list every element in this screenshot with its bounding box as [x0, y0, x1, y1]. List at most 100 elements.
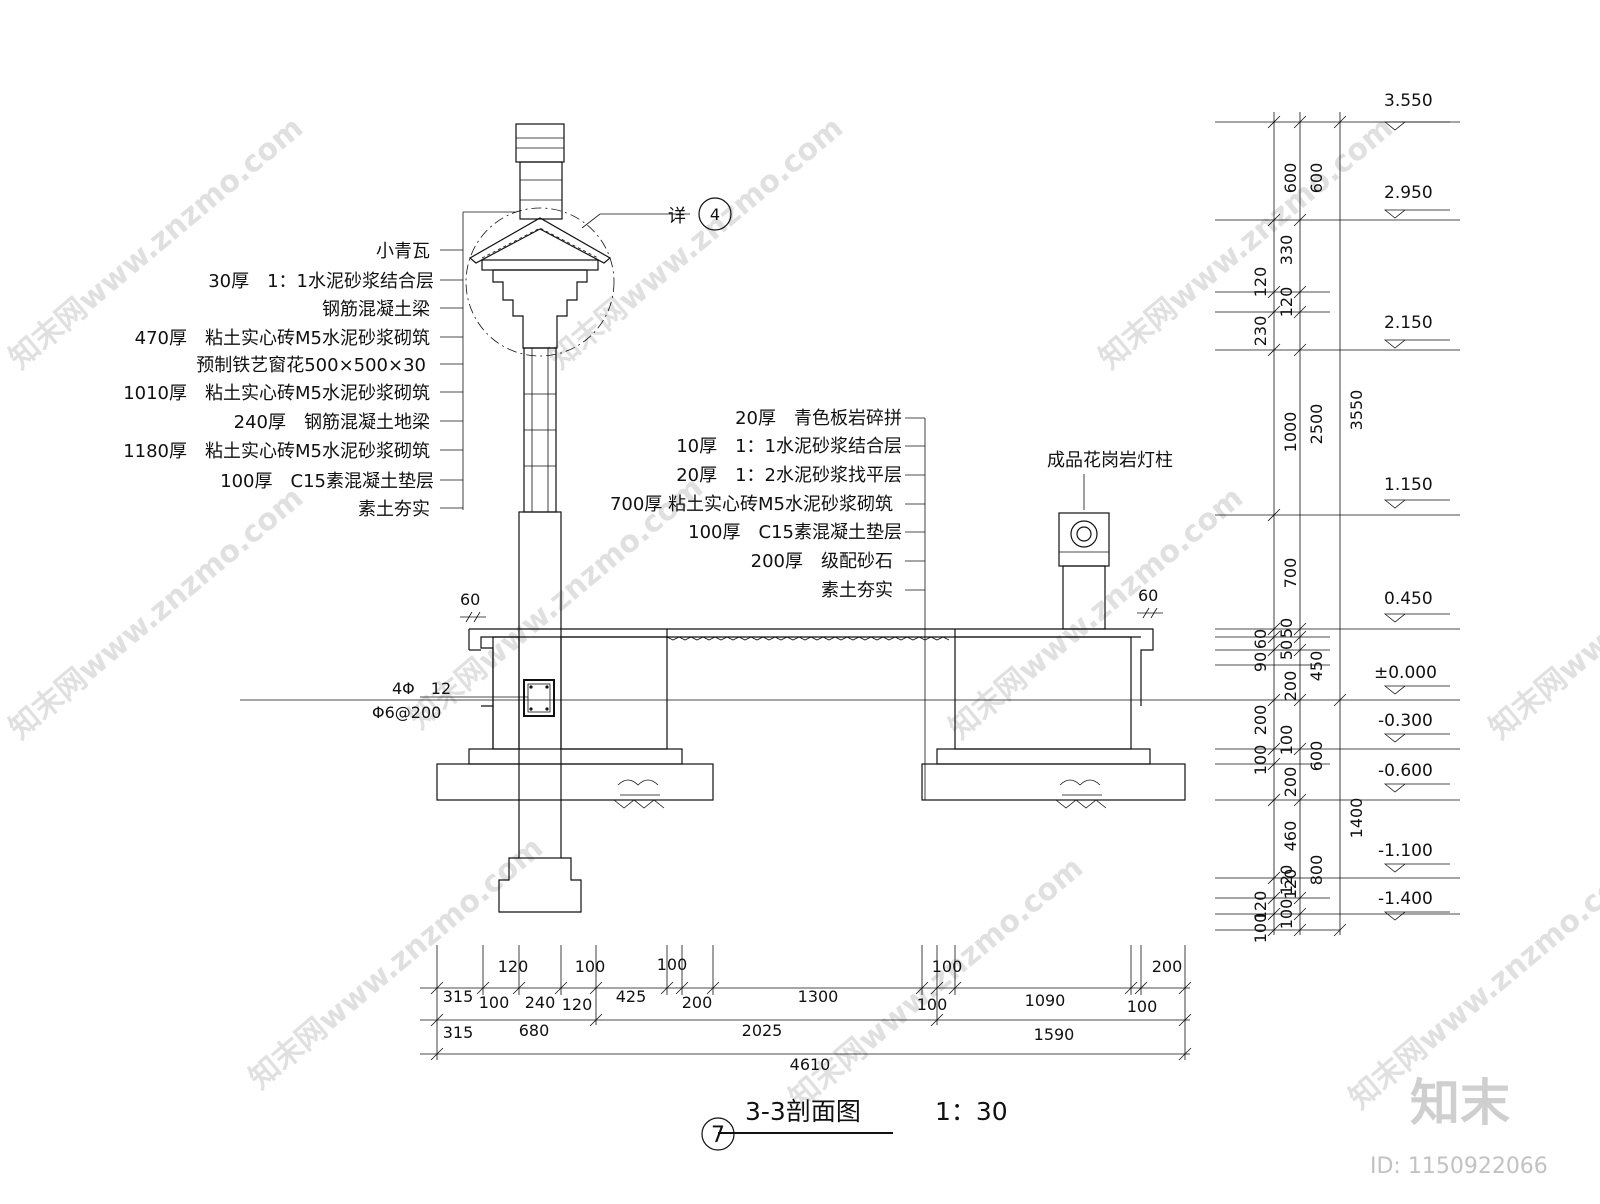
vertical-dimensions: 600 120 230 1000 700 60 90 200 200 100 2… [1215, 112, 1460, 943]
horizontal-dimensions: 120 100 100 100 200 315 100 240 120 425 … [420, 945, 1192, 1074]
vdim: 800 [1307, 855, 1326, 886]
brand-logo: 知末 [1410, 1074, 1510, 1132]
vdim: 1400 [1347, 798, 1366, 839]
vdim: 120 [1251, 267, 1270, 298]
layer-label: 素土夯实 [358, 499, 430, 520]
vdim: 600 [1281, 163, 1300, 194]
dim-60-left: 60 [460, 590, 480, 609]
hdim: 200 [682, 993, 713, 1012]
vdim: 600 [1307, 741, 1326, 772]
watermark: 知末网www.znzmo.com [1093, 110, 1400, 376]
vdim: 120 [1277, 865, 1296, 896]
lamp-label: 成品花岗岩灯柱 [1047, 450, 1173, 471]
title-number: 7 [711, 1123, 725, 1148]
vdim: 200 [1281, 671, 1300, 702]
hdim: 315 [443, 987, 474, 1006]
vdim: 100 [1277, 899, 1296, 930]
layer-label: 预制铁艺窗花500×500×30 [196, 355, 426, 376]
layer-label: 240厚 钢筋混凝土地梁 [234, 412, 430, 433]
elevation-label: 1.150 [1384, 475, 1433, 495]
hdim: 100 [657, 955, 688, 974]
elevation-marks: 3.550 2.950 2.150 1.150 0.450 ±0.000 -0.… [1374, 91, 1450, 921]
hdim: 100 [917, 995, 948, 1014]
layer-label: 100厚 C15素混凝土垫层 [220, 471, 434, 492]
layer-label: 钢筋混凝土梁 [322, 299, 430, 320]
small-dim-marks: 60 60 [460, 586, 1163, 623]
elevation-label: 2.150 [1384, 313, 1433, 333]
hdim: 1590 [1034, 1025, 1075, 1044]
hdim: 100 [575, 957, 606, 976]
vdim: 200 [1281, 767, 1300, 798]
vdim: 100 [1251, 745, 1270, 776]
layer-label: 200厚 级配砂石 [751, 551, 893, 572]
brick-pillar [465, 123, 615, 913]
rebar-stirrup: Φ6@200 [372, 703, 441, 722]
vdim: 100 [1277, 725, 1296, 756]
layer-label: 素土夯实 [821, 580, 893, 601]
rebar-main: 4Φ 12 [392, 679, 451, 698]
left-layer-labels: 小青瓦 30厚 1：1水泥砂浆结合层 钢筋混凝土梁 470厚 粘土实心砖M5水泥… [123, 211, 515, 520]
watermark: 知末网www.znzmo.com [943, 480, 1250, 746]
right-layer-labels: 20厚 青色板岩碎拼 10厚 1：1水泥砂浆结合层 20厚 1：2水泥砂浆找平层… [610, 408, 1173, 800]
vdim: 2500 [1307, 404, 1326, 445]
elevation-label: -0.600 [1378, 761, 1433, 781]
layer-label: 700厚 粘土实心砖M5水泥砂浆砌筑 [610, 494, 893, 515]
callout-label: 详 [668, 206, 686, 227]
vdim: 120 [1281, 869, 1300, 900]
hdim: 120 [562, 995, 593, 1014]
layer-label: 30厚 1：1水泥砂浆结合层 [208, 271, 434, 292]
title-name: 3-3剖面图 [745, 1097, 861, 1126]
id-text: ID: 1150922066 [1370, 1154, 1548, 1179]
hdim: 1300 [798, 987, 839, 1006]
hdim: 680 [519, 1021, 550, 1040]
callout-number: 4 [710, 205, 720, 224]
elevation-label: 2.950 [1384, 183, 1433, 203]
vdim: 3550 [1347, 390, 1366, 431]
hdim: 315 [443, 1023, 474, 1042]
hdim: 100 [1127, 997, 1158, 1016]
detail-callout: 详 4 [581, 197, 732, 231]
vdim: 200 [1251, 705, 1270, 736]
watermark: 知末网www.znzmo.com [1483, 480, 1600, 746]
hdim: 120 [498, 957, 529, 976]
hdim: 100 [479, 993, 510, 1012]
vdim: 90 [1251, 652, 1270, 672]
rebar-note: 4Φ 12 Φ6@200 [372, 679, 528, 722]
vdim: 230 [1251, 316, 1270, 347]
vdim: 120 [1251, 891, 1270, 922]
left-bench [436, 628, 714, 809]
elevation-label: -0.300 [1378, 711, 1433, 731]
vdim: 60 [1251, 629, 1270, 649]
elevation-label: ±0.000 [1374, 663, 1437, 683]
right-bench [921, 512, 1186, 809]
hdim: 1090 [1025, 991, 1066, 1010]
vdim: 100 [1251, 913, 1270, 944]
layer-label: 1180厚 粘土实心砖M5水泥砂浆砌筑 [123, 441, 430, 462]
watermark: 知末网www.znzmo.com [543, 110, 850, 376]
hdim: 240 [525, 993, 556, 1012]
vdim: 700 [1281, 558, 1300, 589]
vdim: 330 [1277, 235, 1296, 266]
elevation-label: -1.400 [1378, 889, 1433, 909]
drawing-title: 3-3剖面图 1：30 7 [701, 1097, 1008, 1151]
layer-label: 20厚 1：2水泥砂浆找平层 [676, 465, 902, 486]
layer-label: 1010厚 粘土实心砖M5水泥砂浆砌筑 [123, 383, 430, 404]
hdim: 2025 [742, 1021, 783, 1040]
elevation-label: 3.550 [1384, 91, 1433, 111]
elevation-label: 0.450 [1384, 589, 1433, 609]
layer-label: 100厚 C15素混凝土垫层 [688, 522, 902, 543]
layer-label: 小青瓦 [376, 241, 430, 262]
elevation-label: -1.100 [1378, 841, 1433, 861]
watermark: 知末网www.znzmo.com [783, 850, 1090, 1116]
watermark: 知末网www.znzmo.com [3, 480, 310, 746]
layer-label: 10厚 1：1水泥砂浆结合层 [676, 436, 902, 457]
vdim: 600 [1307, 163, 1326, 194]
hdim-total: 4610 [790, 1055, 831, 1074]
vdim: 50 [1277, 618, 1296, 638]
hdim: 425 [616, 987, 647, 1006]
hdim: 200 [1152, 957, 1183, 976]
vdim: 120 [1277, 287, 1296, 318]
watermark-layer: 知末网www.znzmo.com 知末网www.znzmo.com 知末网www… [3, 110, 1600, 1116]
vdim: 1000 [1281, 412, 1300, 453]
